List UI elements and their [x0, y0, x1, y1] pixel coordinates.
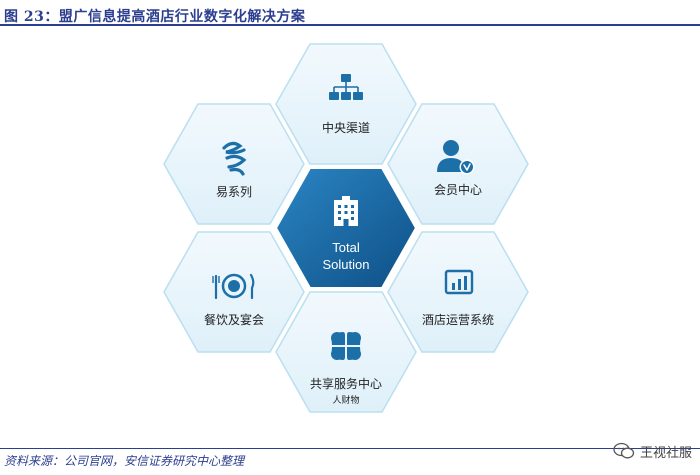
hex-dining-banquet: 餐饮及宴会: [163, 231, 305, 353]
watermark-text: 王视社服: [639, 445, 692, 461]
member-verified-icon: [437, 140, 475, 175]
node-label-yi-series: 易系列: [216, 185, 252, 199]
node-label-hotel-operations: 酒店运营系统: [422, 313, 494, 327]
dining-icon: [212, 273, 255, 300]
wechat-icon: [613, 442, 635, 459]
hex-yi-series: 易系列: [163, 103, 305, 225]
node-label-central-channel: 中央渠道: [322, 120, 370, 135]
node-sublabel-shared-service-center: 人财物: [332, 394, 359, 406]
node-label-shared-service-center: 共享服务中心: [310, 376, 382, 391]
node-label-member-center: 会员中心: [434, 182, 482, 197]
watermark: 王视社服: [613, 439, 692, 463]
title-rule: [0, 24, 700, 26]
center-label-line2: Solution: [323, 257, 370, 272]
hex-total-solution: Total Solution: [274, 167, 418, 289]
bar-chart-icon: [444, 269, 474, 295]
node-label-dining-banquet: 餐饮及宴会: [204, 312, 264, 327]
hierarchy-icon: [329, 74, 363, 100]
hex-central-channel: 中央渠道: [275, 43, 417, 165]
yi-logo-icon: [222, 141, 247, 176]
source-rule: [0, 448, 700, 449]
hex-shared-service-center: 共享服务中心 人财物: [275, 291, 417, 413]
clover-icon: [331, 332, 361, 360]
figure-title: 图 23：盟广信息提高酒店行业数字化解决方案: [4, 9, 306, 25]
source-note: 资料来源：公司官网，安信证券研究中心整理: [4, 454, 245, 468]
hex-hotel-operations: 酒店运营系统: [387, 231, 529, 353]
building-icon: [334, 196, 358, 226]
hex-member-center: 会员中心: [387, 103, 529, 225]
center-label-line1: Total: [332, 240, 360, 255]
